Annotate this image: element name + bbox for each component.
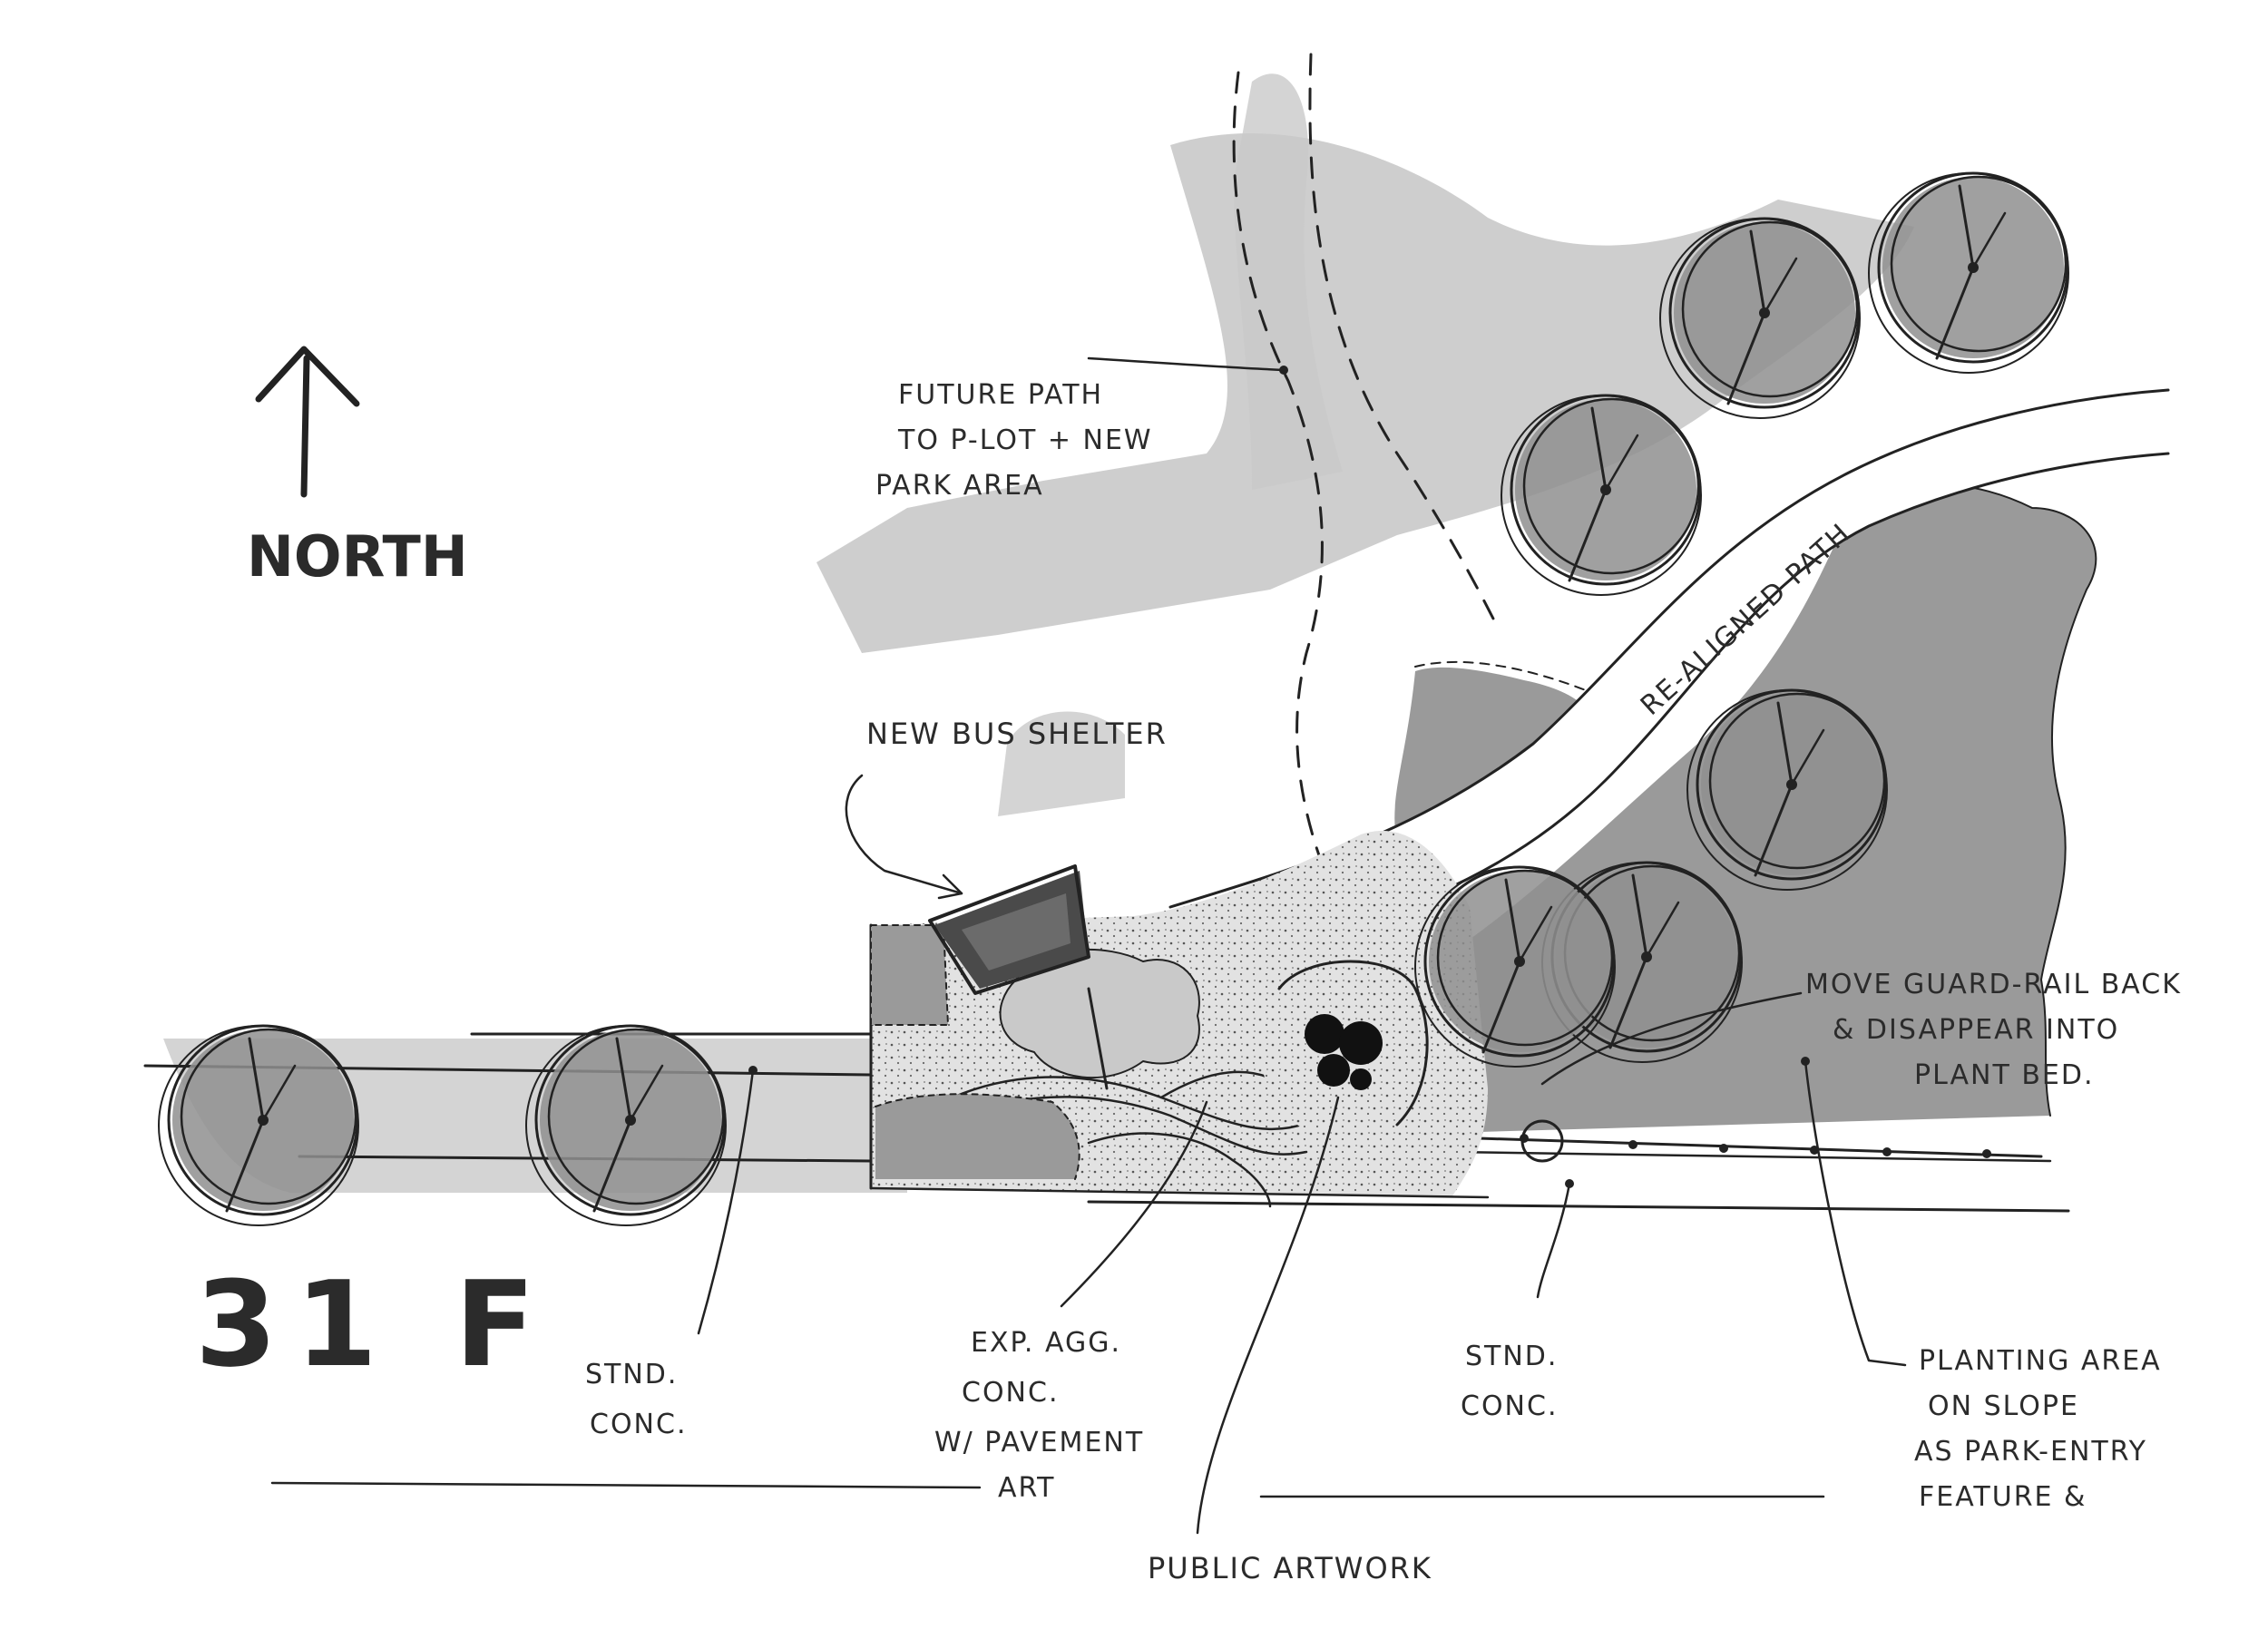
svg-text:TO P-LOT + NEW: TO P-LOT + NEW: [897, 424, 1153, 456]
svg-text:PARK AREA: PARK AREA: [875, 470, 1044, 502]
planting-bed-south: [875, 1094, 1080, 1179]
svg-text:& DISAPPEAR INTO: & DISAPPEAR INTO: [1833, 1014, 2119, 1046]
svg-text:STND.: STND.: [1465, 1341, 1558, 1372]
svg-text:STND.: STND.: [585, 1359, 678, 1390]
future-path: [1232, 53, 1499, 954]
stnd-conc-left-label: STND. CONC.: [585, 1359, 688, 1440]
planting-area-label: PLANTING AREA ON SLOPE AS PARK-ENTRY FEA…: [1914, 1345, 2162, 1513]
planting-bed-west: [871, 925, 948, 1025]
svg-text:CONC.: CONC.: [1461, 1390, 1559, 1422]
svg-text:FEATURE &: FEATURE &: [1919, 1481, 2087, 1513]
svg-text:W/ PAVEMENT: W/ PAVEMENT: [934, 1427, 1144, 1458]
svg-text:EXP. AGG.: EXP. AGG.: [971, 1327, 1121, 1359]
stnd-conc-right-label: STND. CONC.: [1461, 1341, 1559, 1422]
svg-text:AS PARK-ENTRY: AS PARK-ENTRY: [1914, 1436, 2147, 1468]
bus-shelter: [928, 864, 1090, 995]
svg-text:CONC.: CONC.: [590, 1409, 688, 1440]
future-path-label: FUTURE PATH TO P-LOT + NEW PARK AREA: [875, 379, 1153, 502]
bus-shelter-label: NEW BUS SHELTER: [866, 717, 1168, 751]
svg-text:ON SLOPE: ON SLOPE: [1928, 1390, 2079, 1422]
guard-rail: [1477, 1119, 2043, 1163]
north-arrow-icon: [255, 346, 360, 498]
public-artwork: [1261, 960, 1442, 1143]
svg-text:FUTURE PATH: FUTURE PATH: [898, 379, 1103, 411]
project-code: 31 F: [195, 1255, 553, 1393]
svg-text:CONC.: CONC.: [962, 1377, 1060, 1409]
realigned-path: [1170, 390, 2168, 961]
north-label: NORTH: [247, 523, 468, 590]
leader-lines: [697, 356, 1907, 1535]
svg-text:ART: ART: [998, 1472, 1056, 1504]
guard-rail-label: MOVE GUARD-RAIL BACK & DISAPPEAR INTO PL…: [1805, 969, 2182, 1091]
exp-agg-label: EXP. AGG. CONC. W/ PAVEMENT ART: [934, 1327, 1144, 1504]
tree-canopy-icon: [1867, 171, 2070, 375]
svg-text:PLANTING AREA: PLANTING AREA: [1919, 1345, 2162, 1377]
svg-text:PLANT BED.: PLANT BED.: [1914, 1059, 2095, 1091]
public-artwork-label: PUBLIC ARTWORK: [1148, 1551, 1432, 1585]
svg-text:MOVE GUARD-RAIL BACK: MOVE GUARD-RAIL BACK: [1805, 969, 2182, 1000]
